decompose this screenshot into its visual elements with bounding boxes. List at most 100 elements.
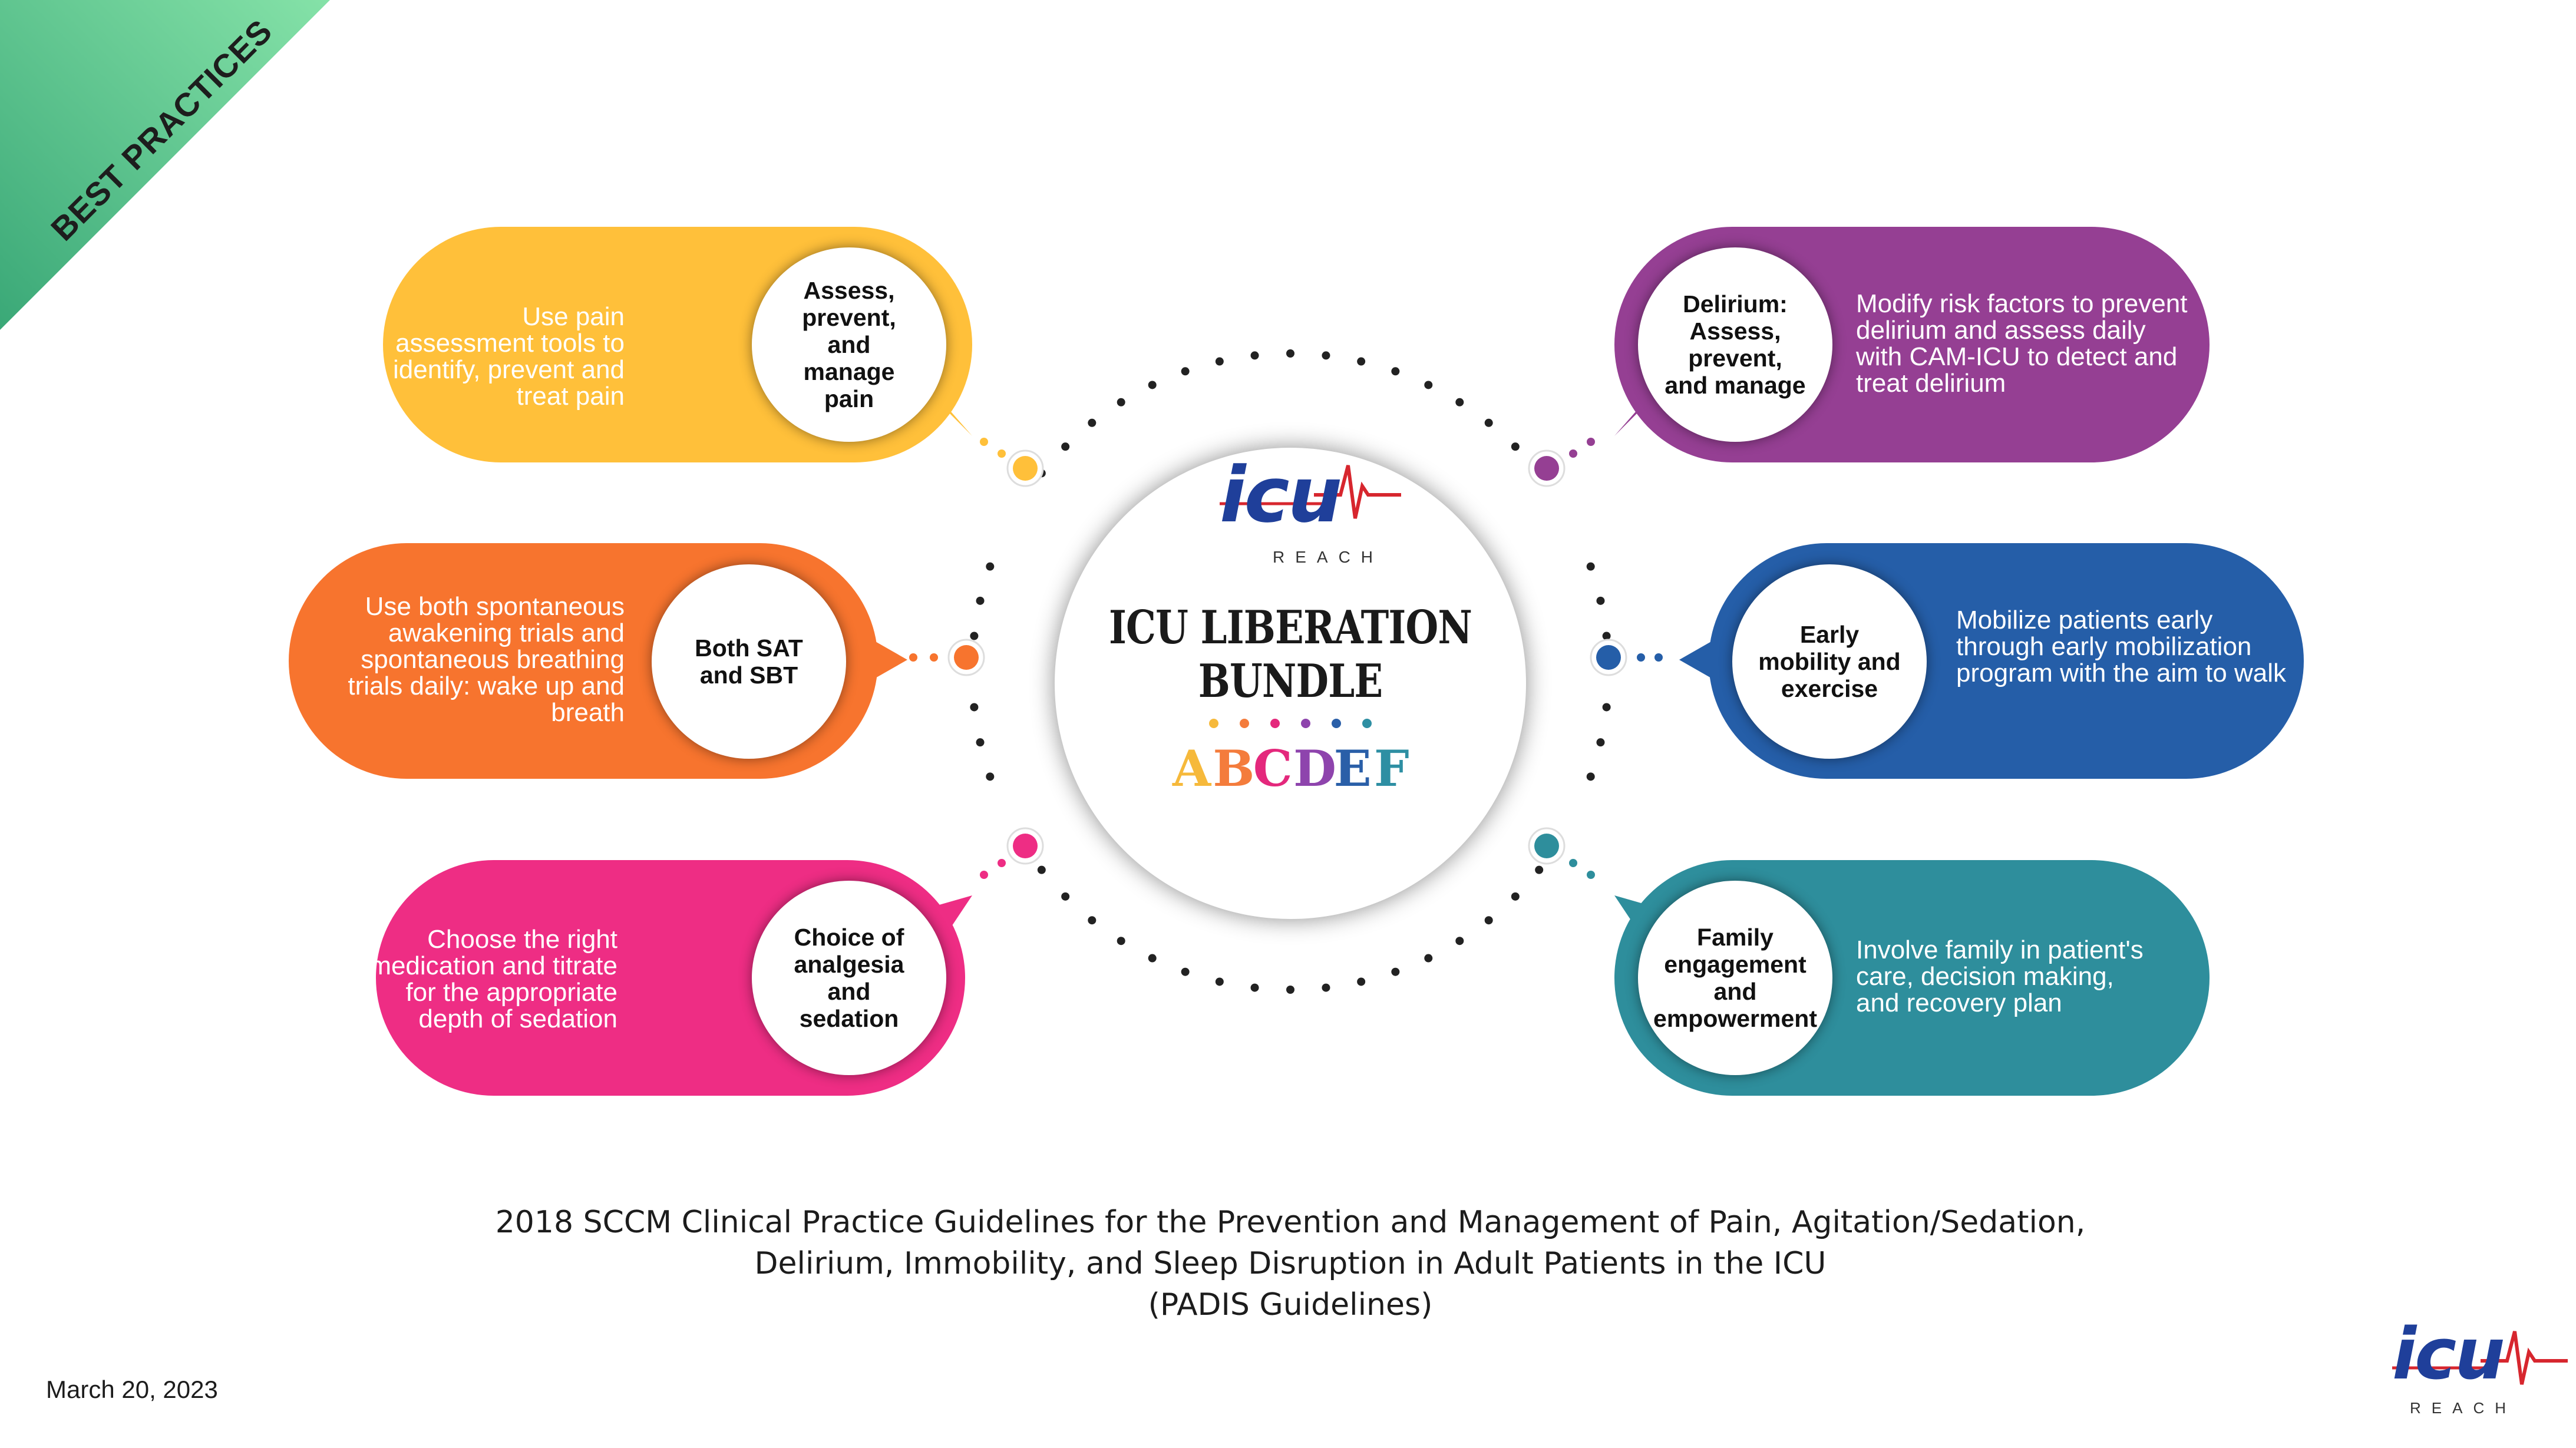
brand-logo-pulse-icon [2392, 1331, 2568, 1385]
ring-dot [1535, 865, 1544, 874]
letter-dot-e [1332, 719, 1341, 728]
description-f: Involve family in patient's care, decisi… [1856, 935, 2144, 1017]
bundle-title: ICU LIBERATION BUNDLE [1108, 601, 1472, 708]
bubble-b: Both SAT and SBT [652, 564, 846, 759]
ring-dot [1088, 418, 1097, 427]
pill-tail-c [931, 895, 972, 931]
ring-dot [1061, 892, 1070, 901]
letter-dot-a [1209, 719, 1218, 728]
ring-dot [1455, 937, 1464, 946]
ring-dot [1215, 357, 1224, 366]
citation-line-2: Delirium, Immobility, and Sleep Disrupti… [754, 1246, 1827, 1281]
bubble-d-label: Delirium: Assess, prevent, and manage [1665, 290, 1806, 399]
ring-dot [986, 562, 995, 571]
ring-dot [1424, 954, 1433, 963]
connector-dot [998, 449, 1006, 458]
node-b [954, 645, 979, 670]
brand-logo-wordmark: icu [2392, 1314, 2505, 1396]
ring-dot [1286, 986, 1294, 994]
center-logo-subtitle: REACH [1273, 548, 1384, 566]
letter-d: D [1293, 739, 1337, 798]
date-label: March 20, 2023 [46, 1376, 218, 1403]
ring-dot [1148, 954, 1157, 963]
bubble-d: Delirium: Assess, prevent, and manage [1638, 247, 1832, 442]
ring-dot [1596, 596, 1605, 605]
ring-dot [976, 738, 985, 747]
center-circle [1055, 448, 1526, 919]
bubble-e: Early mobility and exercise [1732, 564, 1927, 759]
ring-dot [1181, 367, 1190, 376]
ring-dot [1250, 351, 1259, 360]
bubble-e-label: Early mobility and exercise [1758, 621, 1901, 702]
abcdef-letters: A B C D E F [1173, 739, 1409, 798]
node-d [1534, 456, 1559, 481]
ring-dot [1061, 442, 1070, 451]
letter-dot-d [1301, 719, 1310, 728]
ring-dot [1511, 442, 1520, 451]
description-e: Mobilize patients early through early mo… [1956, 606, 2286, 687]
ring-dot [1215, 977, 1224, 986]
connector-dot [998, 859, 1006, 867]
letter-dot-c [1270, 719, 1280, 728]
ring-dot [1391, 367, 1400, 376]
brand-logo-subtitle: REACH [2410, 1399, 2517, 1417]
ring-dot [1484, 916, 1493, 925]
ring-dot [1391, 967, 1400, 976]
connector-dot [1569, 859, 1577, 867]
bubble-c-label: Choice of analgesia and sedation [794, 924, 904, 1032]
ring-dot [1037, 865, 1046, 874]
connector-dot [1587, 438, 1595, 446]
ring-dot [1117, 937, 1125, 946]
node-f [1534, 834, 1559, 858]
bubble-f: Family engagement and empowerment [1638, 881, 1832, 1075]
ring-dot [1357, 357, 1366, 366]
letter-b: B [1213, 739, 1255, 798]
connector-dot [930, 653, 938, 662]
ring-dot [1250, 983, 1259, 992]
best-practices-banner [0, 0, 330, 330]
bubble-a-label: Assess, prevent, and manage pain [802, 277, 896, 412]
bubble-c: Choice of analgesia and sedation [752, 881, 946, 1075]
connector-dot [980, 438, 988, 446]
bubble-f-label: Family engagement and empowerment [1653, 924, 1817, 1032]
ring-dot [1148, 381, 1157, 389]
ring-dot [1117, 398, 1125, 406]
citation-line-3: (PADIS Guidelines) [1148, 1287, 1433, 1323]
citation-line-1: 2018 SCCM Clinical Practice Guidelines f… [495, 1205, 2086, 1240]
connector-dot [1654, 653, 1663, 662]
connector-dot [1587, 871, 1595, 879]
ring-dot [1455, 398, 1464, 406]
ring-dot [1286, 349, 1294, 358]
connector-dots [909, 438, 1663, 879]
ring-dot [1602, 703, 1611, 712]
letter-a: A [1173, 739, 1211, 798]
letter-c: C [1253, 739, 1293, 798]
ring-dot [986, 772, 995, 781]
ring-dot [1322, 983, 1330, 992]
letter-f: F [1373, 739, 1409, 798]
description-a: Use pain assessment tools to identify, p… [393, 302, 625, 411]
connector-dot [1569, 449, 1577, 458]
ring-dot [1088, 916, 1097, 925]
connector-dot [909, 653, 917, 662]
ring-dot [1586, 562, 1595, 571]
ring-dot [1357, 977, 1366, 986]
description-b: Use both spontaneous awakening trials an… [348, 592, 625, 727]
letter-dot-f [1362, 719, 1372, 728]
center-logo-pulse-icon [1220, 465, 1401, 519]
ring-dot [1586, 772, 1595, 781]
ring-dot [1484, 418, 1493, 427]
ring-dot [1424, 381, 1433, 389]
letter-e: E [1333, 739, 1372, 798]
description-c: Choose the right medication and titrate … [369, 925, 617, 1033]
connector-dot [1637, 653, 1645, 662]
description-d: Modify risk factors to prevent delirium … [1856, 289, 2188, 398]
ring-dot [970, 703, 979, 712]
ring-dot [1602, 632, 1611, 640]
letter-dots [1209, 719, 1372, 728]
ring-dot [1596, 738, 1605, 747]
bubble-a: Assess, prevent, and manage pain [752, 247, 946, 442]
guideline-citation: 2018 SCCM Clinical Practice Guidelines f… [448, 1202, 2133, 1325]
bubble-b-label: Both SAT and SBT [695, 634, 803, 689]
ring-dot [1511, 892, 1520, 901]
